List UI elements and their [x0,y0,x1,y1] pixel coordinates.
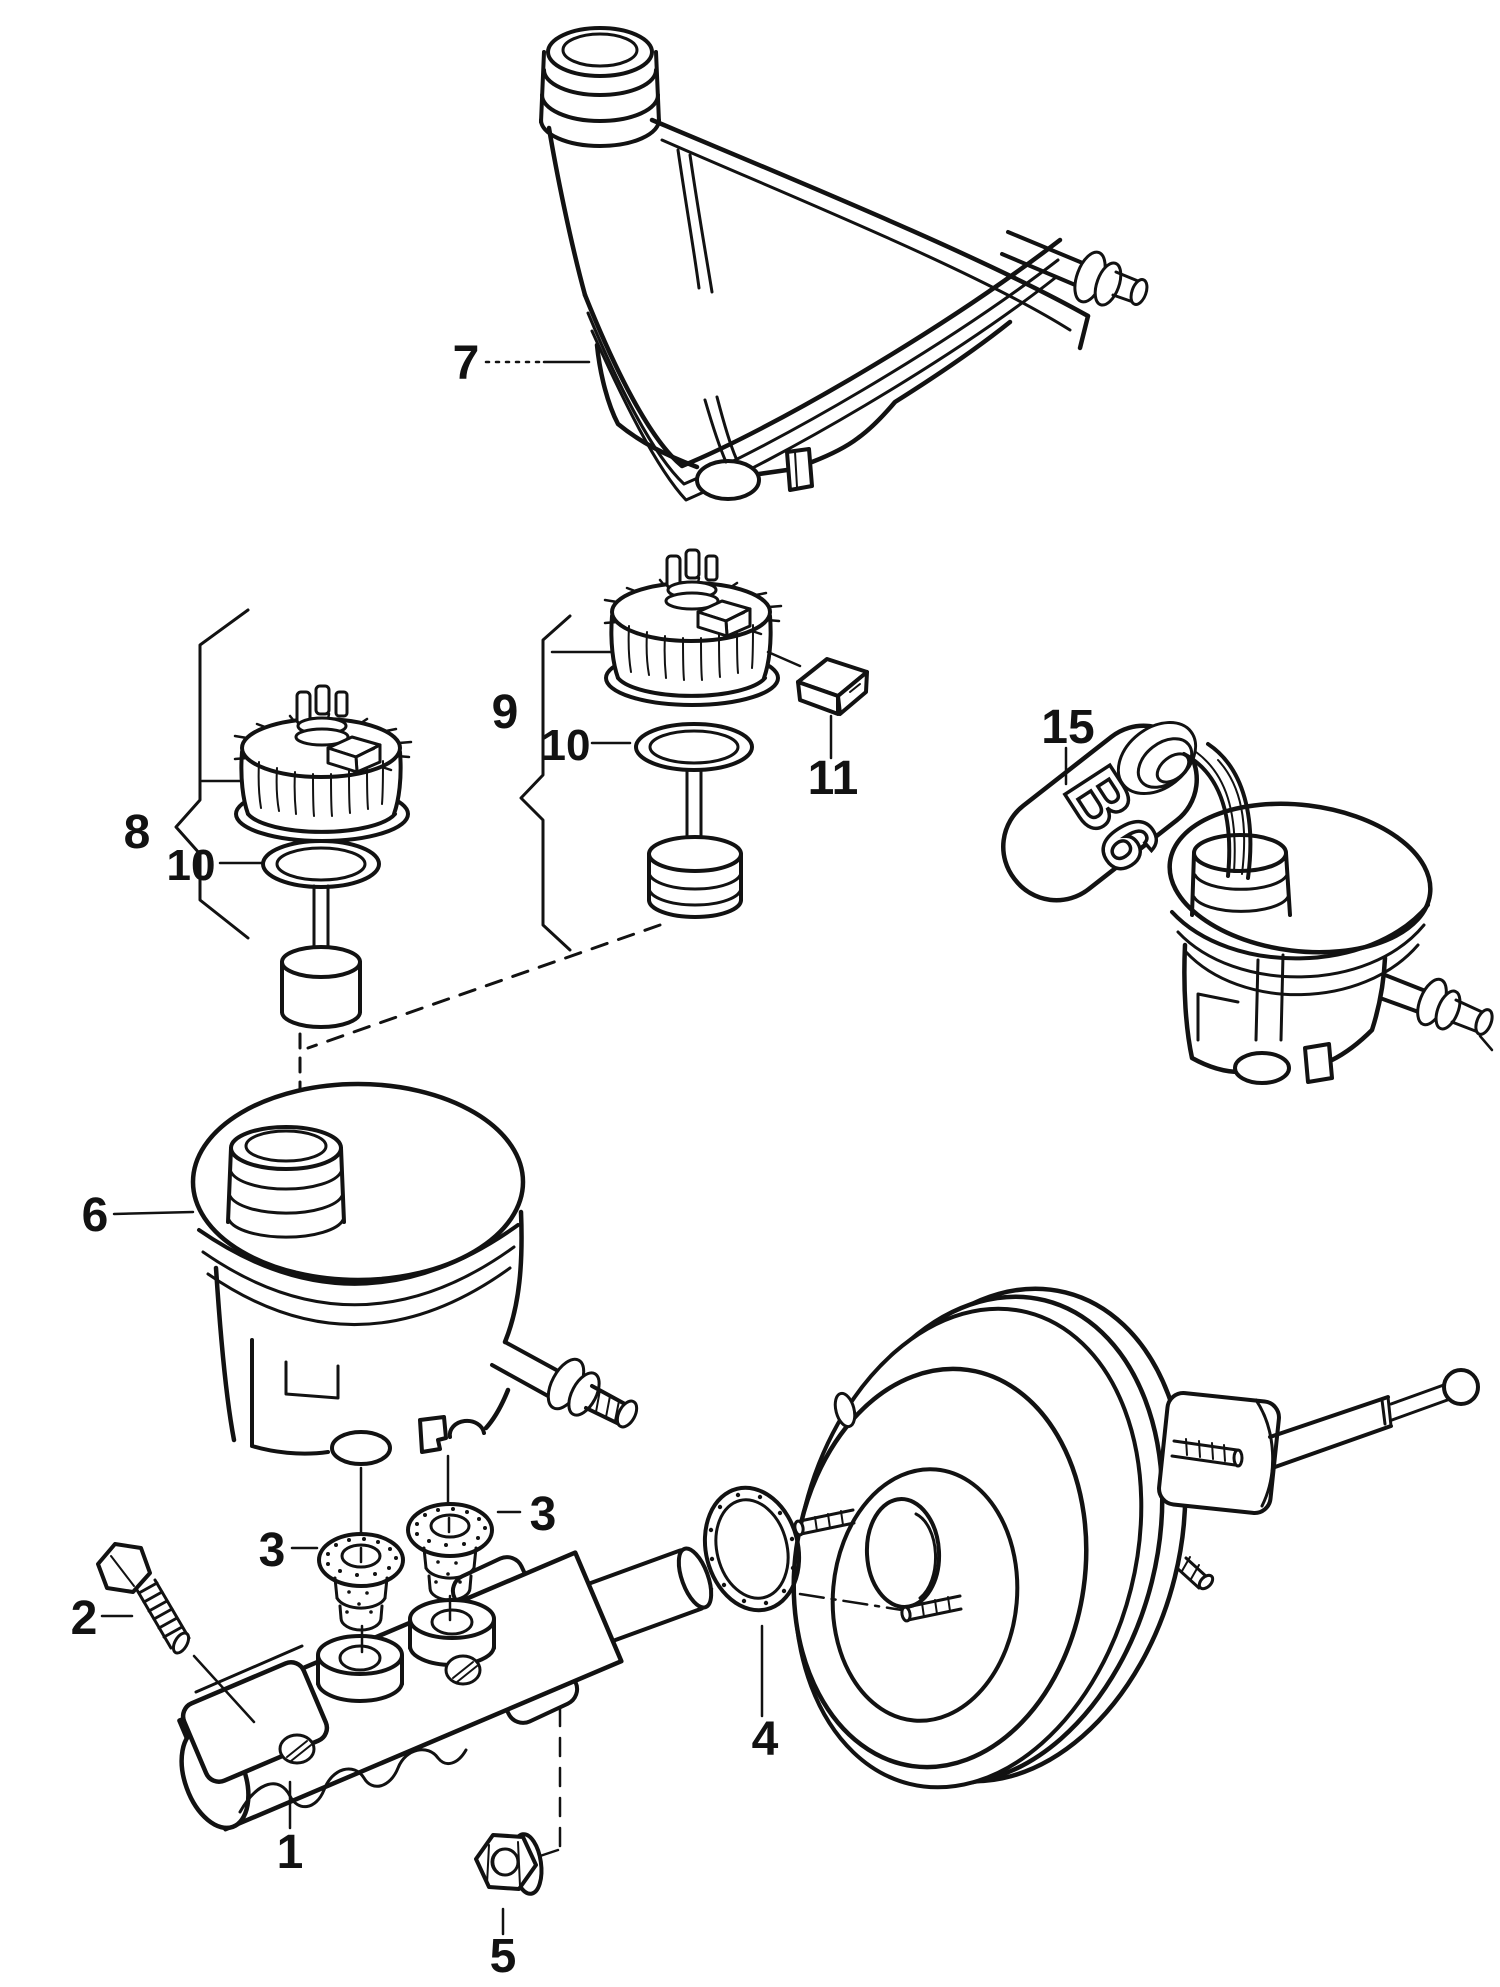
master-cylinder [177,1546,714,1832]
callout-7-label: 7 [453,337,480,390]
brake-servo [791,1286,1480,1790]
axis-line-right [798,1592,904,1612]
callout-6-label: 6 [82,1189,109,1242]
callout-15-label: 15 [1041,701,1094,754]
callout-2-label: 2 [71,1592,98,1645]
callout-3-left-label: 3 [259,1524,286,1577]
callouts: 7 8 10 9 10 11 15 6 3 3 2 1 4 5 [71,337,1095,1983]
reservoir-6 [190,1081,639,1466]
cap-assembly-9 [603,548,783,919]
seal-10-middle [634,722,754,772]
servo-stud-upper-right [1170,1438,1244,1468]
callout-4-label: 4 [752,1713,779,1766]
reservoir-top-outlet [1000,230,1149,307]
push-rod-ball-end [1442,1368,1480,1406]
seal-ring-4 [702,1485,802,1613]
callout-10-left-label: 10 [167,841,216,890]
alignment-dash-cap9 [306,923,662,1050]
callout-8-bracket [174,608,250,940]
callout-9-bracket [519,614,572,952]
hex-nut-5 [474,1704,562,1896]
callout-1-label: 1 [277,1826,304,1879]
cap-assembly-8 [233,684,413,1029]
callout-10-mid-label: 10 [542,721,591,770]
cylinder-port-right [408,1598,496,1667]
callout-5-label: 5 [490,1930,517,1983]
callout-9-label: 9 [492,686,519,739]
installed-reservoir [1167,801,1494,1085]
reservoir-6-outlet [490,1340,639,1429]
servo-stud-lower-right [1175,1556,1215,1591]
grommets [317,1454,494,1654]
callout-6-leader [112,1210,195,1216]
seal-10-left [261,839,381,889]
fluid-stream [1182,742,1253,880]
servo-stud-lower-left [900,1594,963,1623]
connector-11 [766,650,869,716]
callout-11-label: 11 [808,752,859,805]
clamp-bolt-2 [96,1542,256,1724]
fluid-bottle-15: B6 [1001,721,1253,903]
reservoir-top [539,26,1149,502]
servo-push-rod [1268,1368,1480,1469]
cylinder-port-left [316,1634,404,1703]
callout-8-label: 8 [124,806,151,859]
servo-hub [1157,1391,1281,1515]
callout-3-right-label: 3 [530,1488,557,1541]
